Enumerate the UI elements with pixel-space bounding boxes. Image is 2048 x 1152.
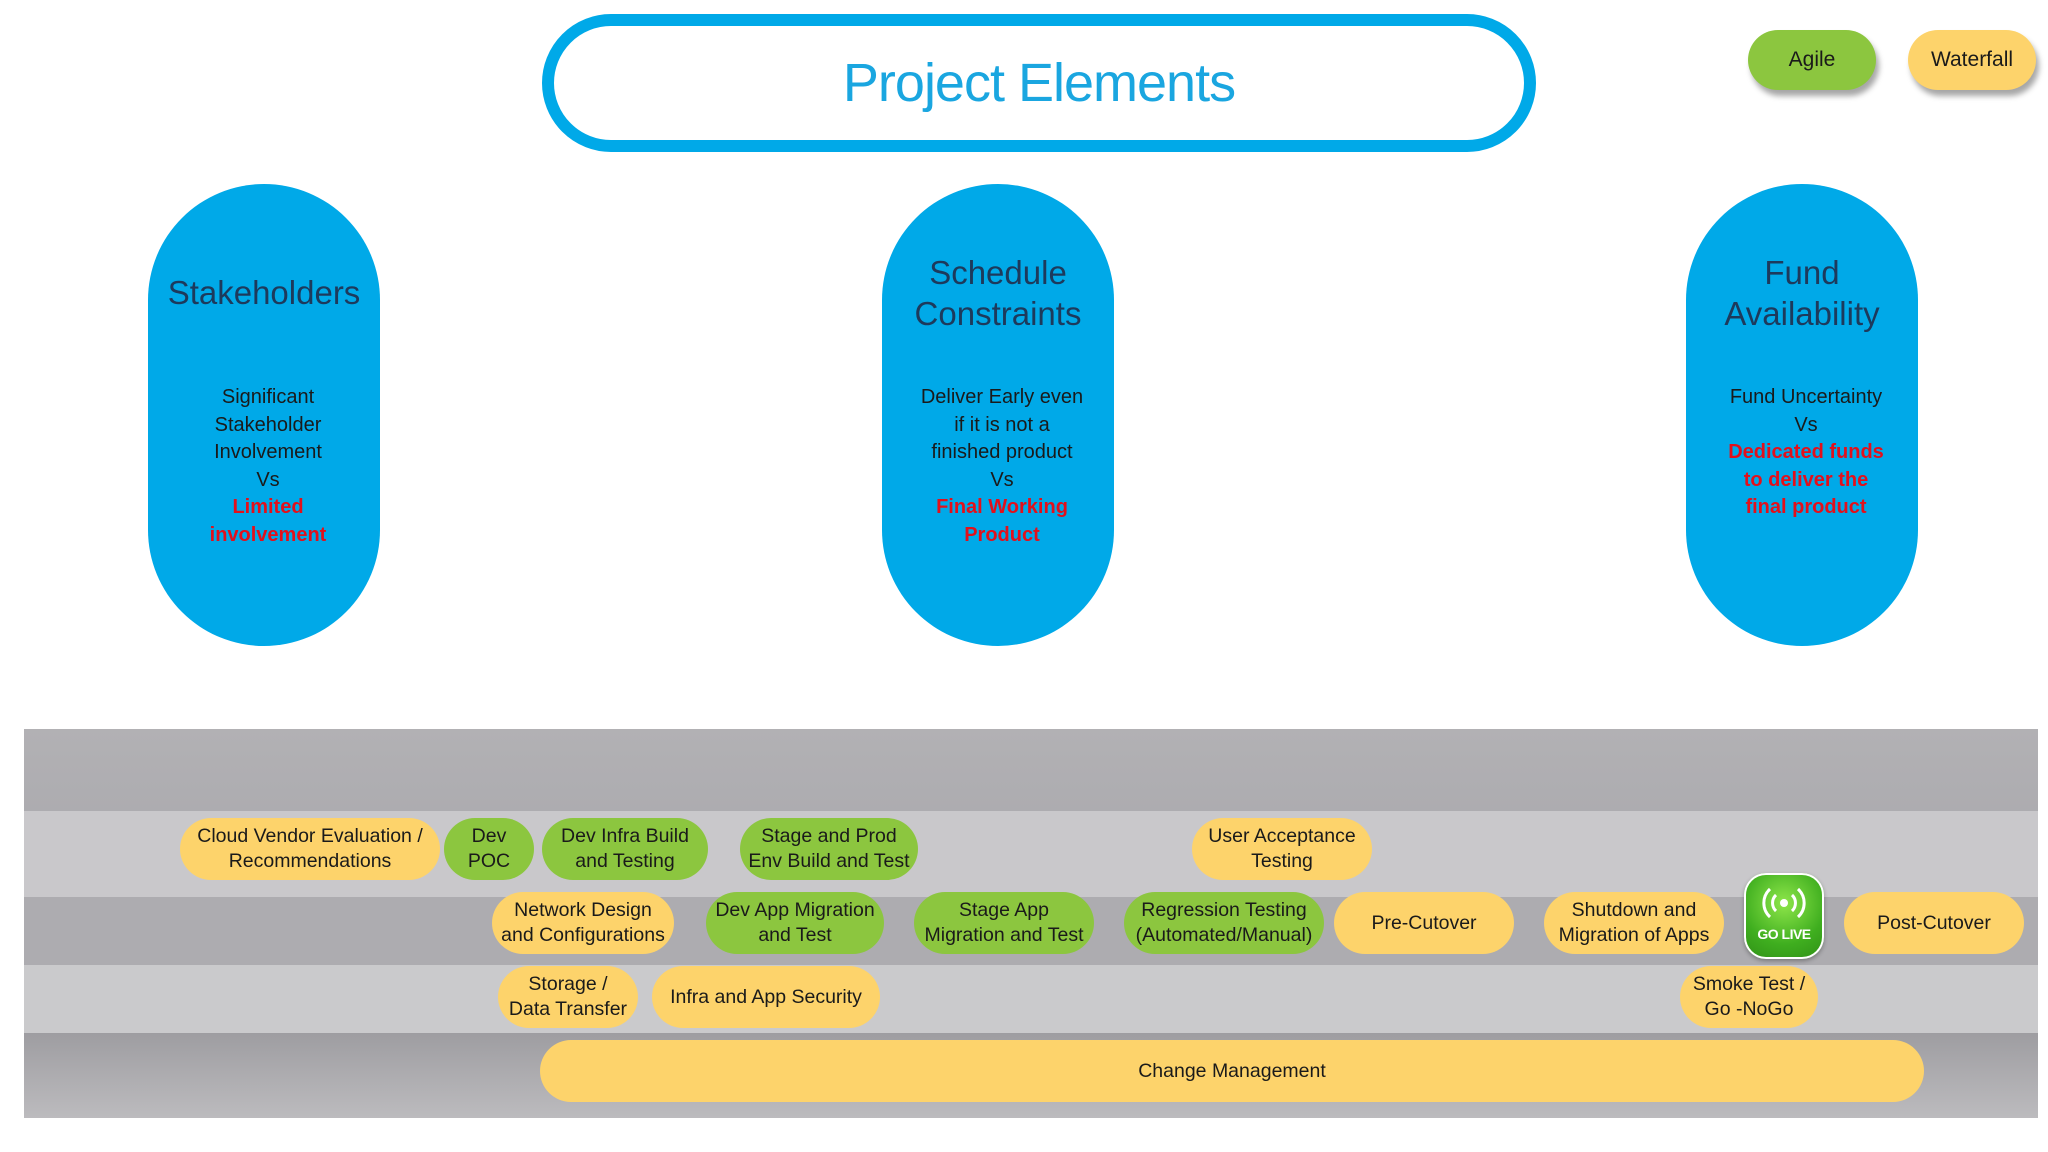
card-fund-availability: Fund Availability Fund Uncertainty Vs De… [1686, 184, 1918, 646]
title-banner: Project Elements [542, 14, 1536, 152]
phase-dev-poc: Dev POC [444, 818, 534, 880]
highlight-text: Final Working [936, 496, 1068, 518]
legend-agile: Agile [1748, 30, 1876, 90]
highlight-text: involvement [209, 523, 327, 546]
card-body: Deliver Early even if it is not a finish… [900, 384, 1104, 549]
highlight-text: to deliver the [1743, 468, 1869, 491]
phase-change-management: Change Management [540, 1040, 1924, 1102]
broadcast-icon [1762, 887, 1806, 919]
phase-pre-cutover: Pre-Cutover [1334, 892, 1514, 954]
card-body: Fund Uncertainty Vs Dedicated funds to d… [1704, 384, 1908, 522]
phase-smoke-test: Smoke Test /Go -NoGo [1680, 966, 1818, 1028]
phase-regression-testing: Regression Testing(Automated/Manual) [1124, 892, 1324, 954]
legend-waterfall: Waterfall [1908, 30, 2036, 90]
phase-storage-data-transfer: Storage /Data Transfer [498, 966, 638, 1028]
card-stakeholders: Stakeholders Significant Stakeholder Inv… [148, 184, 380, 646]
band [24, 729, 2038, 811]
go-live-badge: GO LIVE [1744, 873, 1824, 959]
phase-infra-app-security: Infra and App Security [652, 966, 880, 1028]
card-schedule-constraints: Schedule Constraints Deliver Early even … [882, 184, 1114, 646]
card-title: Stakeholders [167, 274, 361, 311]
highlight-text: Dedicated funds [1728, 441, 1884, 463]
card-title: Schedule Constraints [914, 254, 1082, 332]
highlight-text: Product [964, 523, 1040, 546]
go-live-label: GO LIVE [1757, 926, 1811, 942]
card-title: Fund Availability [1724, 254, 1880, 332]
card-body: Significant Stakeholder Involvement Vs L… [166, 384, 370, 549]
highlight-text: final product [1745, 496, 1867, 518]
phase-post-cutover: Post-Cutover [1844, 892, 2024, 954]
highlight-text: Limited [232, 496, 304, 518]
phase-cloud-vendor-evaluation: Cloud Vendor Evaluation /Recommendations [180, 818, 440, 880]
page-title: Project Elements [842, 53, 1236, 113]
